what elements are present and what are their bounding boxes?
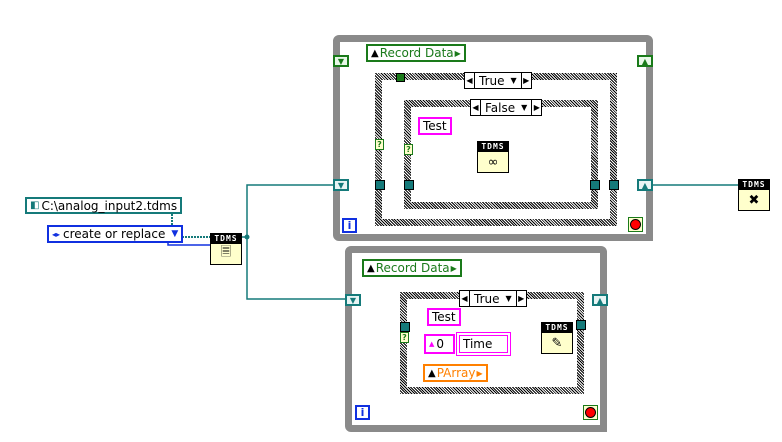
shift-register-left-top[interactable]: ▼ xyxy=(333,55,349,67)
refnum-shift-register-left-top[interactable]: ▼ xyxy=(333,179,349,191)
group-name-text-bottom: Test xyxy=(432,310,456,324)
refnum-shift-register-right-top[interactable]: ▲ xyxy=(637,179,653,191)
dropdown-arrow-icon[interactable]: ▼ xyxy=(171,229,179,239)
home-icon: ▲ xyxy=(428,367,436,379)
stop-icon xyxy=(630,219,641,230)
iteration-terminal-top: i xyxy=(342,218,357,233)
record-data-label-top: Record Data xyxy=(379,46,454,60)
enum-increment-icon: ◂▸ xyxy=(52,229,61,239)
prev-case-icon[interactable]: ◀ xyxy=(466,76,473,85)
index-value: 0 xyxy=(436,337,445,351)
channel-name-text: Time xyxy=(463,337,493,351)
iteration-terminal-bottom: i xyxy=(355,405,370,420)
iteration-label: i xyxy=(347,219,352,232)
inner-case-selector-terminal: ? xyxy=(404,144,413,155)
home-icon: ▲ xyxy=(371,47,379,59)
next-case-icon[interactable]: ▶ xyxy=(533,103,540,112)
prev-case-icon[interactable]: ◀ xyxy=(472,103,479,112)
index-numeric-constant[interactable]: ▲ 0 xyxy=(424,334,455,354)
path-icon: ◧ xyxy=(30,200,40,211)
pencil-icon: ✎ xyxy=(551,335,563,351)
outer-case-selector-terminal: ? xyxy=(375,139,384,150)
record-data-local-variable-bottom[interactable]: ▲ Record Data ▶ xyxy=(362,259,462,277)
inner-case-selector[interactable]: ◀ False ▼ ▶ xyxy=(470,99,543,116)
refnum-input-tunnel xyxy=(400,322,410,332)
refnum-shift-register-right-bottom[interactable]: ▲ xyxy=(592,294,608,306)
refnum-wire-open xyxy=(242,184,345,300)
operation-enum-constant[interactable]: ◂▸ create or replace ▼ xyxy=(47,225,184,243)
bottom-case-value: True xyxy=(474,291,500,306)
tdms-close-function[interactable]: TDMS ✖ xyxy=(738,179,770,211)
bottom-case-selector-terminal: ? xyxy=(400,332,409,343)
group-name-constant-top[interactable]: Test xyxy=(418,117,452,135)
group-name-constant-bottom[interactable]: Test xyxy=(427,308,461,326)
file-path-text: C:\analog_input2.tdms xyxy=(41,198,178,213)
group-name-text-top: Test xyxy=(423,119,447,133)
stop-terminal-bottom[interactable] xyxy=(583,405,598,420)
refnum-output-tunnel xyxy=(609,180,619,190)
outer-case-value: True xyxy=(479,73,505,88)
tdms-open-function[interactable]: TDMS 🗏 xyxy=(210,233,242,265)
operation-text: create or replace xyxy=(63,227,166,241)
dropdown-icon[interactable]: ▼ xyxy=(510,76,517,85)
iteration-label: i xyxy=(360,406,365,419)
next-case-icon[interactable]: ▶ xyxy=(523,76,530,85)
inner-case-value: False xyxy=(485,100,516,115)
home-icon: ▲ xyxy=(367,262,375,274)
wire-junction xyxy=(244,234,250,240)
bottom-case-selector[interactable]: ◀ True ▼ ▶ xyxy=(459,290,527,307)
tdms-read-function[interactable]: TDMS ∞ xyxy=(477,141,509,173)
close-file-icon: ✖ xyxy=(748,192,760,208)
dropdown-icon[interactable]: ▼ xyxy=(505,294,512,303)
refnum-input-tunnel xyxy=(375,180,385,190)
glasses-icon: ∞ xyxy=(487,154,499,170)
file-path-constant[interactable]: ◧ C:\analog_input2.tdms xyxy=(25,197,183,214)
arrow-right-icon: ▶ xyxy=(450,263,457,273)
refnum-output-tunnel xyxy=(590,180,600,190)
refnum-input-tunnel xyxy=(404,180,414,190)
tdms-write-label: TDMS xyxy=(542,323,572,333)
open-file-icon: 🗏 xyxy=(220,245,232,260)
dropdown-icon[interactable]: ▼ xyxy=(521,103,528,112)
outer-case-selector[interactable]: ◀ True ▼ ▶ xyxy=(464,72,532,89)
refnum-shift-register-left-bottom[interactable]: ▼ xyxy=(345,294,361,306)
increment-icon[interactable]: ▲ xyxy=(429,340,435,348)
record-data-local-variable-top[interactable]: ▲ Record Data ▶ xyxy=(366,44,466,62)
next-case-icon[interactable]: ▶ xyxy=(518,294,525,303)
stop-icon xyxy=(585,407,596,418)
shift-register-right-top[interactable]: ▲ xyxy=(637,55,653,67)
arrow-right-icon: ▶ xyxy=(476,368,483,378)
tdms-close-label: TDMS xyxy=(739,180,769,190)
record-data-label-bottom: Record Data xyxy=(375,261,450,275)
parray-label: PArray xyxy=(436,366,476,380)
tdms-write-function[interactable]: TDMS ✎ xyxy=(541,322,573,354)
stop-terminal-top[interactable] xyxy=(628,217,643,232)
tdms-read-label: TDMS xyxy=(478,142,508,152)
prev-case-icon[interactable]: ◀ xyxy=(461,294,468,303)
tdms-open-label: TDMS xyxy=(211,234,241,244)
parray-local-variable[interactable]: ▲ PArray ▶ xyxy=(423,364,488,382)
case-selector-terminal xyxy=(396,73,405,82)
arrow-right-icon: ▶ xyxy=(454,48,461,58)
refnum-output-tunnel xyxy=(576,320,586,330)
channel-name-array-constant[interactable]: Time xyxy=(456,332,511,356)
